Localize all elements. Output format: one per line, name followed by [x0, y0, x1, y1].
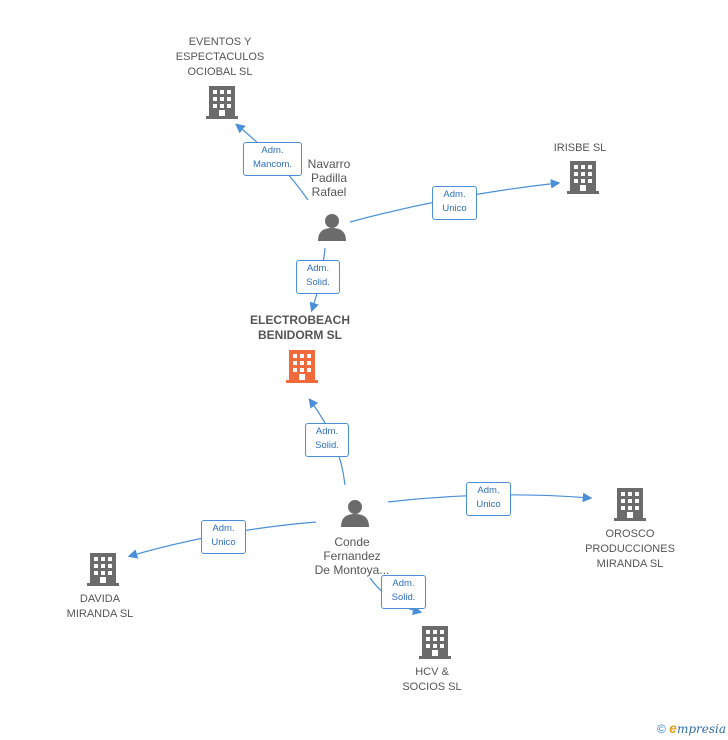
edge-label-navarro-eventos: Adm. Mancom.: [243, 142, 302, 176]
person-icon[interactable]: [318, 214, 346, 241]
edge-label-conde-hcv: Adm. Solid.: [381, 575, 426, 609]
building-icon[interactable]: [206, 86, 238, 119]
brand-name: mpresia: [676, 722, 726, 736]
edge-label-navarro-electrobeach: Adm. Solid.: [296, 260, 340, 294]
footer-brand: © empresia: [657, 720, 726, 736]
edge-label-conde-davida: Adm. Unico: [201, 520, 246, 554]
edge-label-navarro-irisbe: Adm. Unico: [432, 186, 477, 220]
building-icon[interactable]: [419, 626, 451, 659]
brand-e: e: [669, 720, 677, 736]
company-label-irisbe[interactable]: IRISBE SL: [553, 142, 607, 154]
company-label-electrobeach[interactable]: ELECTROBEACH BENIDORM SL: [249, 313, 350, 342]
edge-label-conde-electrobeach: Adm. Solid.: [305, 423, 349, 457]
building-icon[interactable]: [87, 553, 119, 586]
copyright-icon: ©: [656, 722, 666, 736]
edge-label-conde-orosco: Adm. Unico: [466, 482, 511, 516]
company-label-davida[interactable]: DAVIDA MIRANDA SL: [66, 593, 134, 620]
building-icon[interactable]: [614, 488, 646, 521]
person-label-navarro[interactable]: Navarro Padilla Rafael: [307, 157, 351, 199]
company-label-eventos[interactable]: EVENTOS Y ESPECTACULOS OCIOBAL SL: [175, 36, 265, 78]
company-label-hcv[interactable]: HCV & SOCIOS SL: [402, 666, 462, 693]
person-label-conde[interactable]: Conde Fernandez De Montoya...: [314, 535, 390, 577]
person-icon[interactable]: [341, 500, 369, 527]
building-icon[interactable]: [567, 161, 599, 194]
building-icon[interactable]: [286, 350, 318, 383]
company-label-orosco[interactable]: OROSCO PRODUCCIONES MIRANDA SL: [585, 528, 675, 570]
